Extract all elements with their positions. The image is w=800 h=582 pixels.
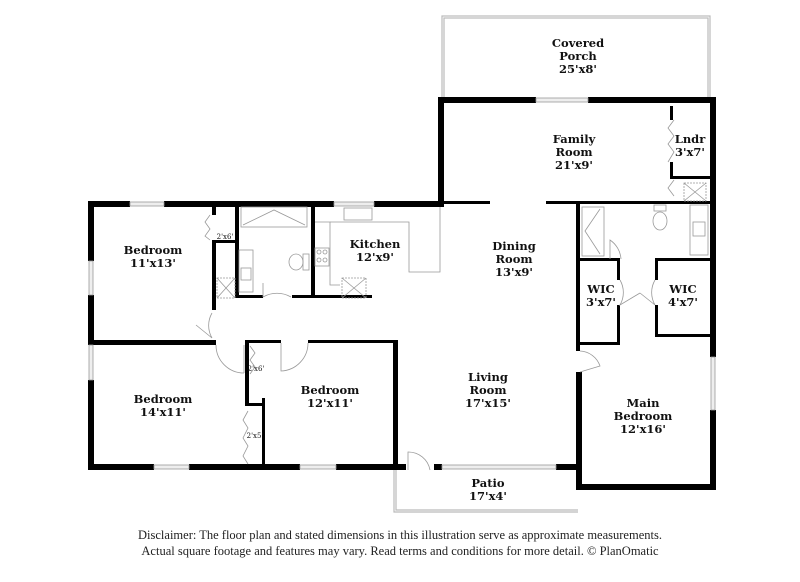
room-name: Bedroom: [133, 392, 193, 406]
disclaimer: Disclaimer: The floor plan and stated di…: [0, 527, 800, 559]
room-dining-room: Dining Room 13'x9': [492, 240, 535, 279]
fixtures: [216, 182, 709, 299]
room-name: Room: [555, 145, 593, 159]
closet-dims: 2'x6': [247, 365, 265, 373]
room-main-bedroom: Main Bedroom 12'x16': [614, 397, 673, 436]
room-name: Living: [468, 370, 508, 384]
doors: [195, 119, 675, 471]
disclaimer-line-1: Disclaimer: The floor plan and stated di…: [138, 528, 662, 542]
room-name: Lndr: [674, 132, 706, 146]
closet-bedroom-1-label: 2'x6': [217, 233, 234, 241]
room-dims: 11'x13': [130, 256, 176, 270]
room-dims: 25'x8': [559, 62, 597, 76]
room-dims: 17'x4': [469, 489, 507, 503]
room-wic-1: WIC 3'x7': [586, 283, 616, 309]
closet-dims: 2'x6': [216, 233, 234, 241]
room-kitchen: Kitchen 12'x9': [350, 238, 401, 264]
room-dims: 3'x7': [675, 145, 705, 159]
room-dims: 13'x9': [495, 265, 533, 279]
room-dims: 21'x9': [555, 158, 593, 172]
room-living-room: Living Room 17'x15': [465, 371, 511, 410]
windows: [88, 97, 716, 470]
room-family-room: Family Room 21'x9': [553, 133, 596, 172]
room-dims: 4'x7': [668, 295, 698, 309]
room-laundry: Lndr 3'x7': [675, 133, 706, 159]
room-name: Dining: [492, 239, 536, 253]
room-name: Bedroom: [613, 409, 673, 423]
room-name: Porch: [559, 49, 597, 63]
room-name: Room: [469, 383, 507, 397]
room-name: Family: [552, 132, 596, 146]
closet-dims: 2'x5': [246, 432, 264, 440]
room-name: Room: [495, 252, 533, 266]
room-bedroom-2: Bedroom 14'x11': [134, 393, 193, 419]
room-dims: 14'x11': [140, 405, 186, 419]
room-dims: 3'x7': [586, 295, 616, 309]
room-patio: Patio 17'x4': [469, 477, 507, 503]
closet-bedroom-2-label: 2'x5': [247, 432, 264, 440]
room-bedroom-3: Bedroom 12'x11': [301, 384, 360, 410]
walls: [88, 97, 716, 490]
room-name: WIC: [587, 282, 615, 296]
room-bedroom-1: Bedroom 11'x13': [124, 244, 183, 270]
room-dims: 12'x11': [307, 396, 353, 410]
closet-hall-label: 2'x6': [248, 365, 265, 373]
patio-outline: [393, 467, 578, 513]
room-dims: 17'x15': [465, 396, 511, 410]
room-name: Bedroom: [300, 383, 360, 397]
room-name: WIC: [669, 282, 697, 296]
room-name: Patio: [471, 476, 505, 490]
room-wic-2: WIC 4'x7': [668, 283, 698, 309]
room-name: Covered: [551, 36, 605, 50]
room-name: Bedroom: [123, 243, 183, 257]
room-covered-porch: Covered Porch 25'x8': [552, 37, 604, 76]
room-dims: 12'x9': [356, 250, 394, 264]
room-name: Kitchen: [349, 237, 401, 251]
room-name: Main: [626, 396, 660, 410]
disclaimer-line-2: Actual square footage and features may v…: [141, 544, 659, 558]
room-dims: 12'x16': [620, 422, 666, 436]
